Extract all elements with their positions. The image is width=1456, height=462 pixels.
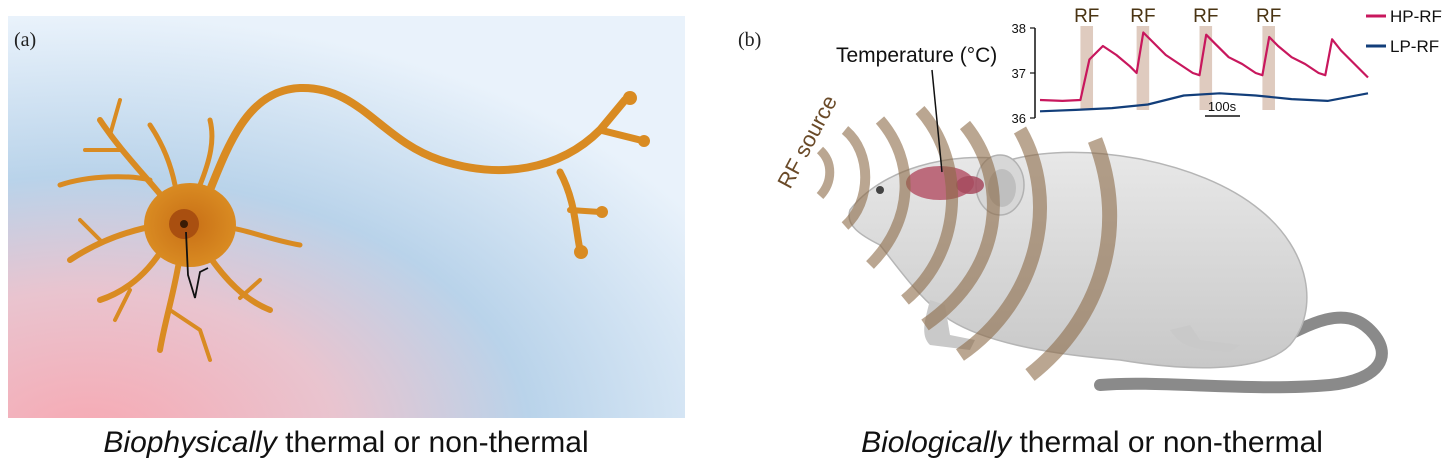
panel-b-caption-rest: thermal or non-thermal: [1011, 426, 1323, 459]
panel-b-letter: (b): [738, 29, 761, 51]
panel-b: (b) RF source Temperature (°C): [738, 6, 1442, 459]
panel-a-caption-italic: Biophysically: [103, 426, 278, 459]
y-tick-label: 36: [1012, 111, 1026, 126]
series-line-lp-rf: [1039, 92, 1369, 113]
rat-hind-leg: [1170, 325, 1240, 352]
series-layer: [1039, 31, 1369, 113]
rf-window-3: [1199, 26, 1213, 110]
temperature-label: Temperature (°C): [836, 44, 997, 67]
series-line-hp-rf: [1039, 31, 1369, 102]
y-tick-label: 37: [1012, 66, 1026, 81]
rf-window-2: [1136, 26, 1150, 110]
panel-b-caption: Biologically thermal or non-thermal: [861, 426, 1323, 459]
panel-b-caption-italic: Biologically: [861, 426, 1013, 459]
rat-illustration: [848, 151, 1388, 394]
panel-a-caption: Biophysically thermal or non-thermal: [103, 426, 588, 459]
rat-cerebellum: [956, 176, 984, 194]
panel-a-background: [8, 16, 685, 418]
rf-window-4: [1262, 26, 1275, 110]
legend-label-lp-rf: LP-RF: [1390, 37, 1439, 56]
action-potential-trace: [185, 231, 209, 299]
temperature-chart: RF RF RF RF 36 37 38 HP-RF LP-RF 100s: [1012, 6, 1442, 126]
rf-waves: [816, 105, 1118, 381]
y-tick-label: 38: [1012, 21, 1026, 36]
rf-window-label-3: RF: [1193, 6, 1218, 27]
temperature-pointer: [931, 69, 943, 173]
panel-a: (a): [8, 16, 685, 459]
rf-window-label-4: RF: [1256, 6, 1281, 27]
y-ticks: 36 37 38: [1012, 21, 1035, 126]
scale-bar-label: 100s: [1208, 99, 1237, 114]
nucleolus: [180, 220, 188, 228]
panel-a-letter: (a): [14, 29, 36, 51]
rat-tail: [1094, 311, 1388, 394]
rat-eye: [876, 186, 884, 194]
rf-window-label-1: RF: [1074, 6, 1099, 27]
legend-label-hp-rf: HP-RF: [1390, 7, 1442, 26]
legend: HP-RF LP-RF: [1366, 7, 1442, 56]
rf-window-label-2: RF: [1130, 6, 1155, 27]
panel-a-caption-rest: thermal or non-thermal: [277, 426, 589, 459]
